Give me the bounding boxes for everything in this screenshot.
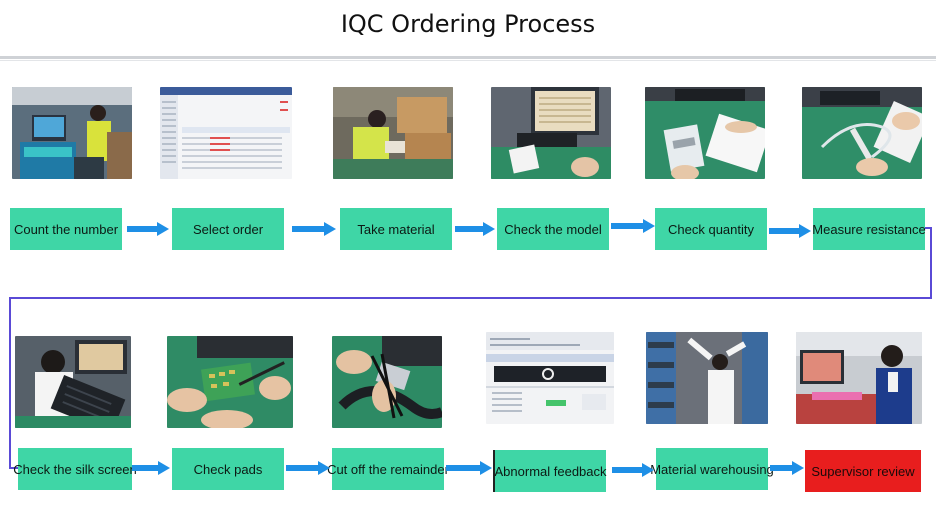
flow-arrow-right [127,222,169,236]
step-label: Check pads [193,461,263,477]
photo-select-order [160,87,292,179]
photo-material-warehousing [646,332,768,424]
step-label: Take material [357,221,435,237]
flow-arrow-right [446,461,492,475]
step-label: Cut off the remainder [327,461,449,477]
photo-check-the-model [491,87,611,179]
photo-supervisor-review [796,332,922,424]
photo-check-quantity [645,87,765,179]
step-measure-resistance: Measure resistance [812,208,926,250]
step-count-the-number: Count the number [10,208,122,250]
step-select-order: Select order [172,208,284,250]
page-title: IQC Ordering Process [340,10,596,38]
step-check-quantity: Check quantity [655,208,767,250]
title-divider-shadow [0,60,936,61]
step-check-the-silk-screen: Check the silk screen [13,448,137,490]
step-label: Check quantity [668,221,754,237]
flow-arrow-right [611,219,655,233]
flow-arrow-right [769,224,811,238]
step-label: Check the silk screen [13,461,137,477]
photo-count-the-number [12,87,132,179]
step-label: Supervisor review [811,463,915,479]
flow-arrow-right [286,461,330,475]
step-label: Abnormal feedback [494,463,607,479]
step-material-warehousing: Material warehousing [650,448,774,490]
step-label: Material warehousing [650,461,774,477]
photo-cut-off-the-remainder [332,336,442,428]
photo-measure-resistance [802,87,922,179]
flow-arrow-right [612,463,654,477]
step-cut-off-the-remainder: Cut off the remainder [327,448,449,490]
photo-check-the-silk-screen [15,336,131,428]
flow-arrow-right [292,222,336,236]
step-take-material: Take material [340,208,452,250]
photo-check-pads [167,336,293,428]
step-abnormal-feedback: Abnormal feedback [493,450,607,492]
photo-abnormal-feedback [486,332,614,424]
flow-arrow-right [455,222,495,236]
flow-arrow-right [132,461,170,475]
step-label: Count the number [13,221,119,237]
step-label: Select order [192,221,264,237]
step-supervisor-review: Supervisor review [805,450,921,492]
step-check-pads: Check pads [172,448,284,490]
title-divider [0,56,936,59]
step-label: Check the model [504,221,602,237]
step-check-the-model: Check the model [497,208,609,250]
step-label: Measure resistance [812,221,926,237]
flow-arrow-right [770,461,804,475]
photo-take-material [333,87,453,179]
